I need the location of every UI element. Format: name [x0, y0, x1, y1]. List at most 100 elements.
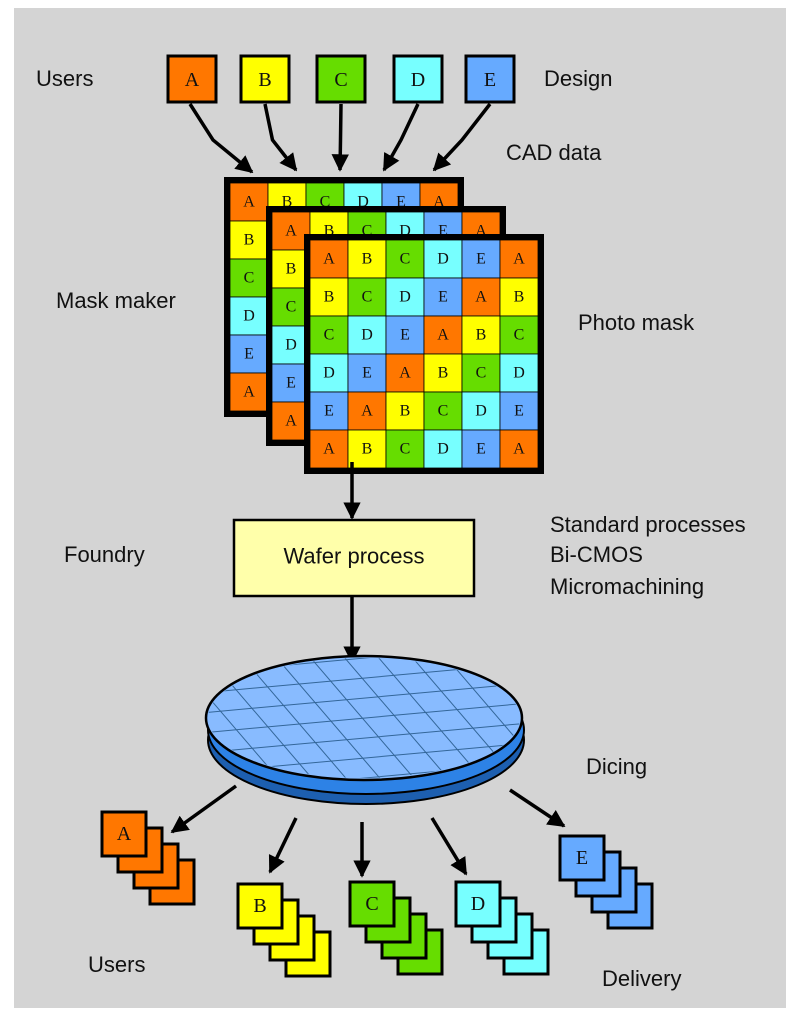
process-label-micromachining: Micromachining	[550, 574, 704, 599]
mask-cell-letter: E	[324, 403, 334, 420]
mask-cell	[461, 391, 501, 431]
mask-cell	[271, 363, 311, 403]
cad-arrow-c	[331, 103, 350, 172]
delivery-chip-letter: C	[365, 893, 378, 915]
mask-cell	[271, 401, 311, 441]
wafer-process-label: Wafer process	[283, 544, 424, 569]
mask-cell-letter: B	[324, 289, 335, 306]
design-box-a: A	[166, 54, 218, 104]
mask-cell-letter: B	[514, 289, 525, 306]
mask-cell	[423, 353, 463, 393]
mask-cell-letter: C	[514, 327, 525, 344]
delivery-chip-letter: E	[576, 847, 588, 869]
mask-cell-letter: B	[400, 403, 411, 420]
design-boxes: A B C D E	[166, 54, 516, 104]
mask-cell-letter: B	[362, 251, 373, 268]
cad-arrow-e	[432, 102, 492, 172]
mask-cell-letter: A	[475, 289, 487, 306]
mask-cell	[271, 211, 311, 251]
mask-cell	[309, 391, 349, 431]
wafer-grid-line	[337, 658, 459, 778]
design-box-d: D	[392, 54, 444, 104]
wafer-process-box	[232, 518, 476, 598]
mask-cell-letter: B	[438, 365, 449, 382]
delivery-chip	[454, 880, 502, 928]
mask-cell-letter: E	[244, 346, 254, 363]
mask-cell-letter: C	[362, 223, 373, 240]
mask-cell-letter: E	[514, 403, 524, 420]
mask-cell-letter: C	[320, 194, 331, 211]
design-box-e: E	[464, 54, 516, 104]
mask-maker-label: Mask maker	[56, 288, 176, 313]
foundry-label: Foundry	[64, 542, 145, 567]
mask-cell-letter: D	[243, 308, 255, 325]
mask-cell-letter: C	[324, 327, 335, 344]
mask-cell-letter: C	[286, 299, 297, 316]
mask-cell-letter: D	[475, 403, 487, 420]
mask-cell	[385, 353, 425, 393]
mask-cell-letter: A	[285, 413, 297, 430]
design-box-c: C	[315, 54, 367, 104]
mask-cell-letter: E	[476, 251, 486, 268]
design-box-b: B	[239, 54, 291, 104]
mask-cell-letter: B	[476, 327, 487, 344]
mask-cell-letter: A	[399, 365, 411, 382]
mask-cell-letter: D	[285, 337, 297, 354]
mask-cell	[499, 315, 539, 355]
mask-cell-letter: C	[438, 403, 449, 420]
mask-cell	[499, 353, 539, 393]
mask-cell-letter: A	[243, 194, 255, 211]
wafer-grid-line	[439, 658, 520, 778]
delivery-chip-stacks: A B C D E	[100, 810, 654, 978]
mask-cell	[385, 277, 425, 317]
mask-cell-letter: A	[361, 403, 373, 420]
delivery-chip-letter: A	[117, 823, 132, 845]
mask-cell	[461, 429, 501, 469]
mask-cell-letter: D	[399, 289, 411, 306]
mask-cell-letter: A	[285, 223, 297, 240]
wafer-grid-line	[208, 701, 520, 735]
delivery-chip	[558, 834, 606, 882]
mask-cell	[461, 315, 501, 355]
mask-cell	[309, 277, 349, 317]
mask-cell-letter: B	[244, 232, 255, 249]
delivery-chip	[236, 882, 284, 930]
mask-cell-letter: D	[437, 441, 449, 458]
delivery-chip-letter: D	[471, 893, 485, 915]
dicing-label: Dicing	[586, 754, 647, 779]
mask-cell	[423, 429, 463, 469]
mask-cell-letter: B	[286, 261, 297, 278]
mask-cell	[499, 429, 539, 469]
mask-cell-letter: A	[323, 251, 335, 268]
delivery-stack-b: B	[236, 882, 332, 978]
users-bottom-label: Users	[88, 952, 145, 977]
mask-cell	[271, 287, 311, 327]
mask-cell-letter: E	[476, 441, 486, 458]
mask-cell-letter: E	[438, 223, 448, 240]
mask-cell-letter: D	[437, 251, 449, 268]
design-box-letter: D	[411, 69, 425, 91]
delivery-chip-letter: B	[253, 895, 266, 917]
wafer-grid-line	[208, 681, 520, 715]
mask-cell	[271, 325, 311, 365]
mask-cell-letter: A	[323, 441, 335, 458]
cad-data-label: CAD data	[506, 140, 602, 165]
mask-cell-letter: E	[438, 289, 448, 306]
cad-arrow-d	[382, 103, 420, 172]
delivery-arrow-d	[430, 817, 468, 876]
mask-cell-letter: B	[324, 223, 335, 240]
mask-cell	[385, 239, 425, 279]
delivery-stack-c: C	[348, 880, 444, 976]
design-box-letter: B	[258, 69, 271, 91]
mask-cell-letter: C	[244, 270, 255, 287]
delivery-arrow-a	[170, 784, 238, 834]
mask-cell-letter: D	[323, 365, 335, 382]
delivery-stack-a: A	[100, 810, 196, 906]
mask-cell-letter: C	[400, 251, 411, 268]
mask-cell	[385, 429, 425, 469]
mask-cell-letter: D	[399, 223, 411, 240]
mask-cell-letter: E	[396, 194, 406, 211]
mask-cell-letter: C	[400, 441, 411, 458]
delivery-stack-e: E	[558, 834, 654, 930]
